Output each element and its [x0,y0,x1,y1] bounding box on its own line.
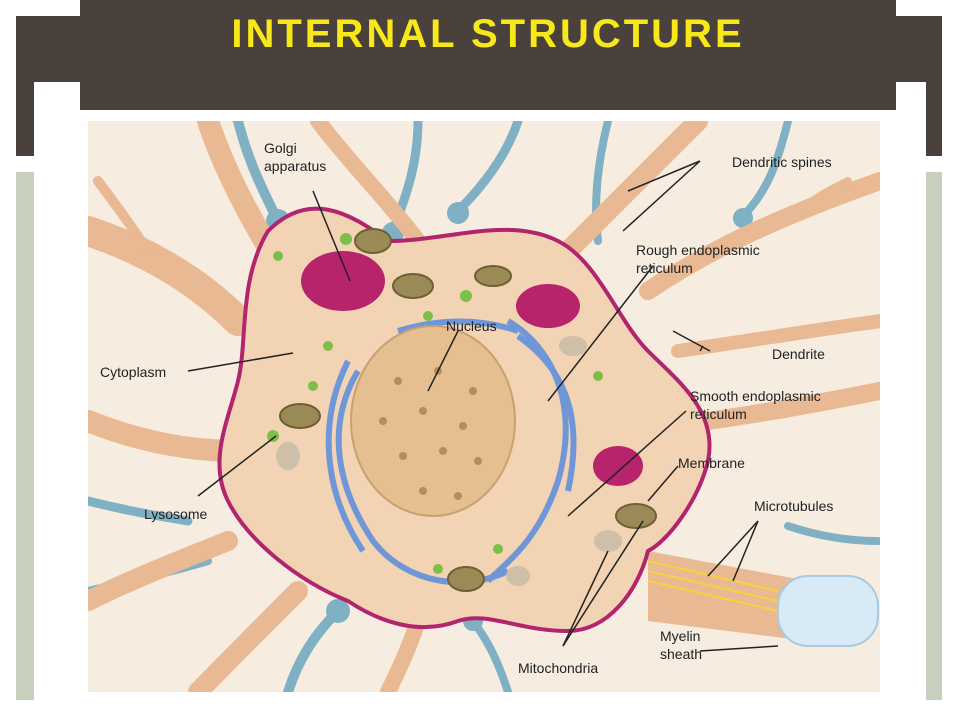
label-myelin-line2: sheath [660,646,702,662]
axon-hillock [648,551,808,641]
golgi-shape-3 [593,446,643,486]
label-microtubules: Microtubules [754,498,833,514]
label-dendrite: Dendrite [772,346,825,362]
label-membrane: Membrane [678,455,745,471]
microtubules-shape [647,560,779,612]
vesicles [276,336,622,586]
golgi-shape-2 [516,284,580,328]
golgi-shape [301,251,385,311]
label-dendritic-spines: Dendritic spines [732,154,832,170]
label-mitochondria: Mitochondria [518,660,598,676]
label-myelin-line1: Myelin [660,628,700,644]
slide-title: INTERNAL STRUCTURE [231,12,745,56]
nucleus-pores [379,367,482,500]
neuron-diagram-svg: Golgi apparatus Dendritic spines Rough e… [88,121,880,692]
label-rough-er-line2: reticulum [636,260,693,276]
leader-lines [187,160,779,652]
neuron-diagram: Golgi apparatus Dendritic spines Rough e… [88,121,880,692]
title-bar [80,0,896,110]
label-rough-er-line1: Rough endoplasmic [636,242,760,258]
nucleus-shape [350,325,516,517]
label-lysosome: Lysosome [144,506,208,522]
label-golgi-line1: Golgi [264,140,297,156]
label-cytoplasm: Cytoplasm [100,364,166,380]
label-smooth-er-line2: reticulum [690,406,747,422]
lysosome-shapes [267,233,603,574]
myelin-sheath-shape [777,575,879,647]
dendrites [88,121,880,692]
label-golgi-line2: apparatus [264,158,326,174]
label-nucleus: Nucleus [446,318,497,334]
label-smooth-er-line1: Smooth endoplasmic [690,388,821,404]
mitochondria-shapes [279,228,657,592]
